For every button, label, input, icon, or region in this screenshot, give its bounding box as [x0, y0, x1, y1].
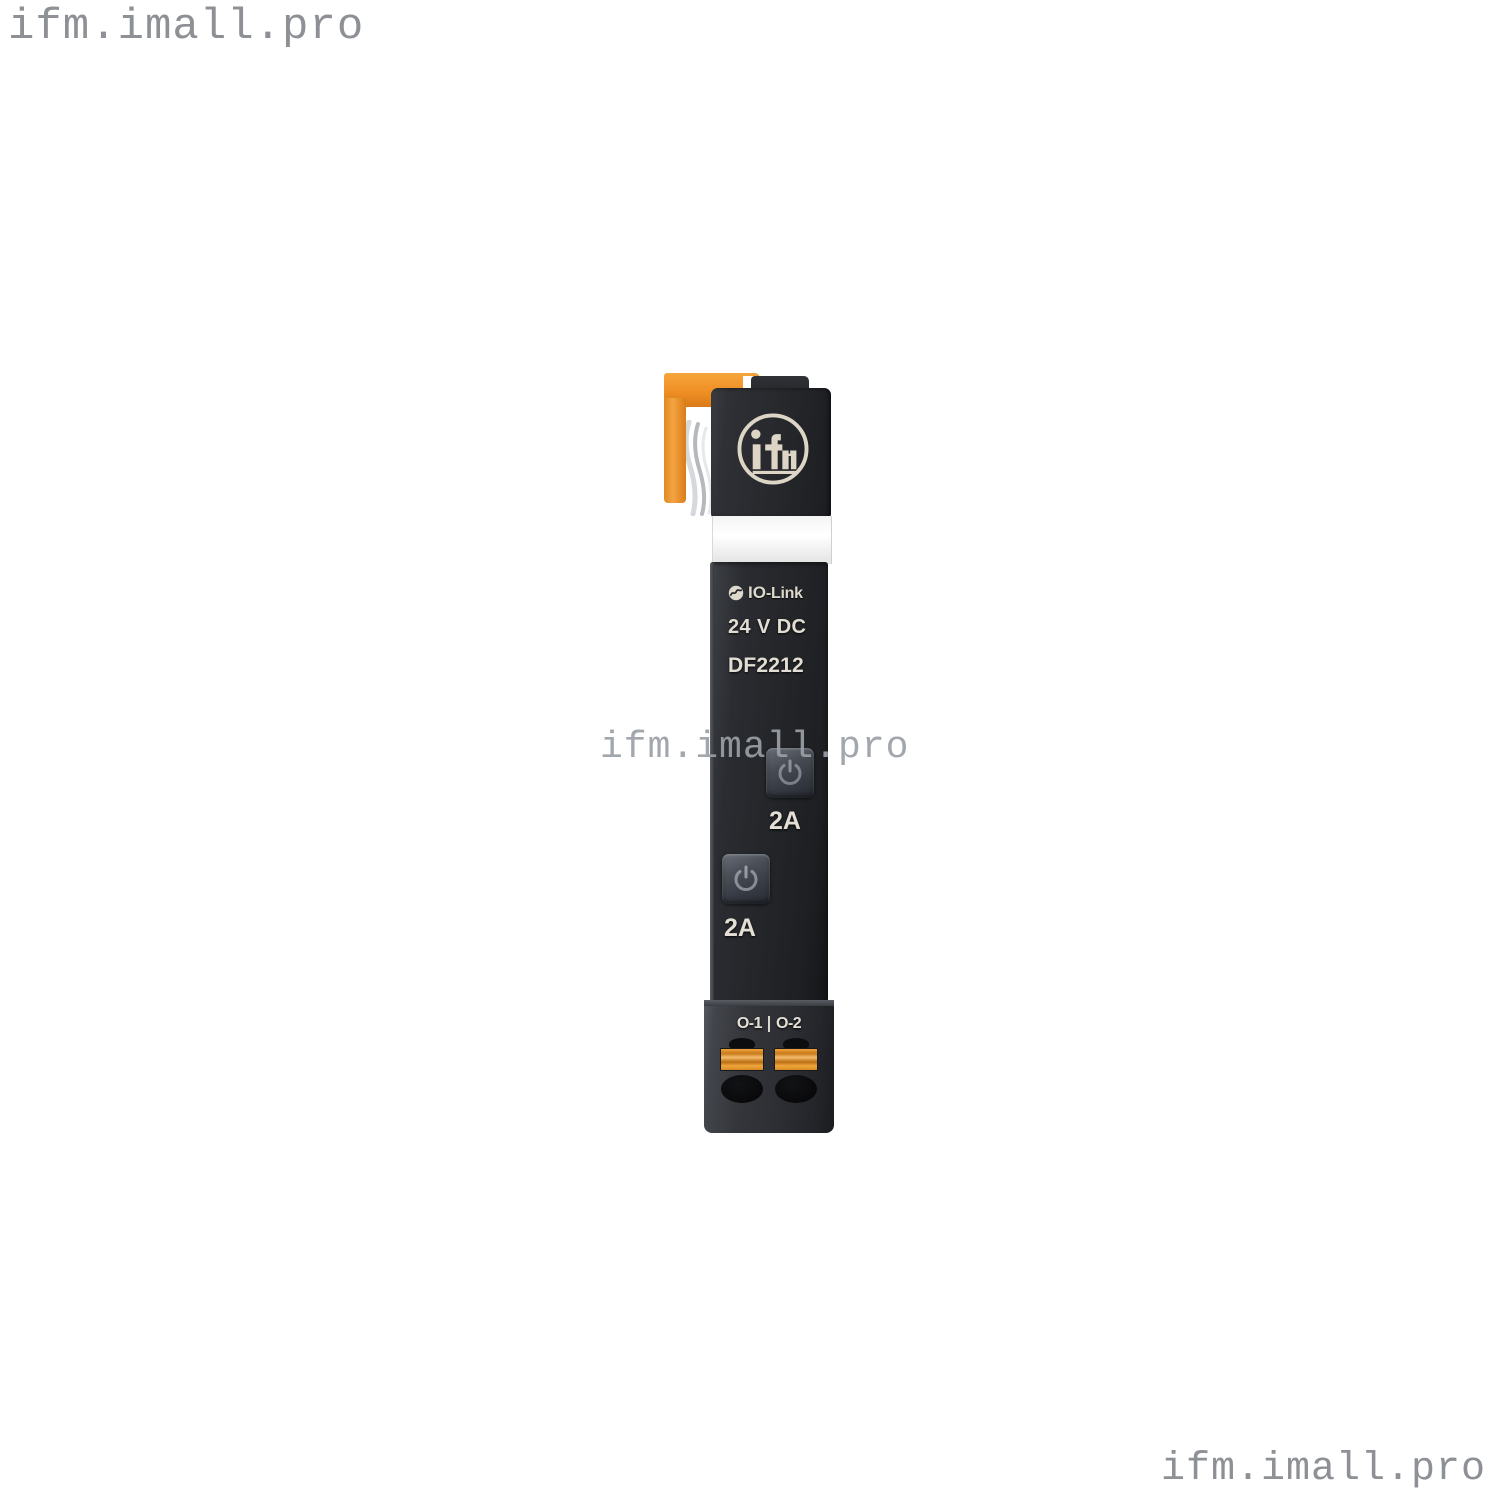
output-terminal-2[interactable]	[774, 1038, 818, 1116]
din-rail-lever-stem	[664, 398, 686, 503]
channel-1-rating-label: 2A	[769, 807, 801, 835]
terminal-1-clamp	[720, 1048, 764, 1071]
io-link-label-suffix: -Link	[765, 585, 803, 602]
white-label-band	[712, 516, 832, 564]
terminal-2-clamp	[774, 1048, 818, 1071]
io-link-label-io: IO	[748, 583, 766, 602]
io-link-label: IO-Link	[748, 584, 803, 602]
terminal-1-wire-hole[interactable]	[721, 1075, 763, 1103]
watermark-center: ifm.imall.pro	[600, 726, 910, 769]
channel-2-power-button[interactable]	[722, 854, 770, 904]
product-image-df2212: IO-Link 24 V DC DF2212 2A 2A O-1	[655, 368, 855, 1133]
device-body: IO-Link 24 V DC DF2212 2A 2A	[710, 562, 828, 1002]
terminal-1-push-button[interactable]	[729, 1038, 755, 1050]
io-link-logo-icon	[728, 585, 744, 601]
terminal-label-divider	[768, 1016, 770, 1032]
channel-2-rating-label: 2A	[724, 914, 756, 942]
device-top-cap	[711, 388, 831, 518]
channel-1-power-button[interactable]	[766, 748, 814, 798]
terminal-label-o2: O-2	[776, 1015, 802, 1032]
output-terminal-block: O-1 O-2	[704, 1000, 834, 1133]
terminal-2-push-button[interactable]	[783, 1038, 809, 1050]
power-icon	[734, 865, 758, 891]
output-terminal-1[interactable]	[720, 1038, 764, 1116]
body-left-edge-highlight	[710, 562, 714, 1002]
watermark-bottom-right: ifm.imall.pro	[1160, 1447, 1486, 1492]
ifm-logo-icon	[737, 413, 809, 485]
terminal-label-o1: O-1	[736, 1015, 763, 1032]
voltage-marking: 24 V DC	[728, 616, 807, 638]
terminal-block-top-edge	[704, 1000, 834, 1006]
terminal-labels: O-1 O-2	[704, 1015, 834, 1033]
terminal-2-wire-hole[interactable]	[775, 1075, 817, 1103]
watermark-top-left: ifm.imall.pro	[8, 2, 365, 52]
power-icon	[778, 759, 802, 785]
model-number-marking: DF2212	[728, 654, 804, 677]
io-link-marking: IO-Link	[728, 584, 803, 602]
